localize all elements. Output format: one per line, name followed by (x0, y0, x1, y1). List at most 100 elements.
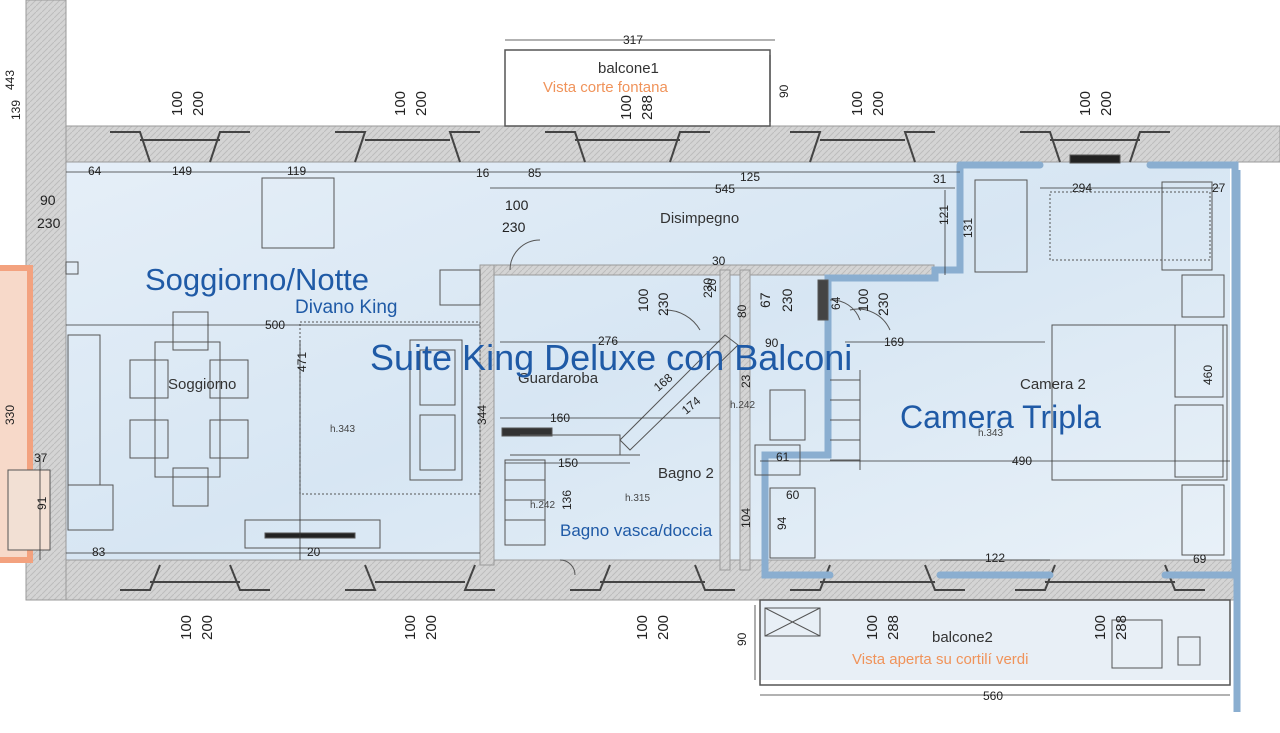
win-c-w: 100 (618, 95, 635, 120)
vista-cortili-label: Vista aperta su cortilí verdi (852, 651, 1028, 668)
win-f-w: 100 (178, 615, 195, 640)
win-f-h: 200 (199, 615, 216, 640)
dim-136: 136 (560, 490, 574, 510)
win-i-h: 288 (885, 615, 902, 640)
balcone1-area (504, 49, 771, 127)
camera-tripla-label: Camera Tripla (900, 399, 1101, 435)
camera-furniture (974, 154, 1228, 669)
win-g-h: 200 (423, 615, 440, 640)
win-j-h: 288 (1113, 615, 1130, 640)
dim-20-b: 20 (705, 278, 719, 292)
balcony-wash (760, 600, 1230, 680)
dim-317: 317 (623, 33, 643, 47)
dim-460: 460 (1201, 365, 1215, 385)
win-j-w: 100 (1092, 615, 1109, 640)
dim-560: 560 (983, 689, 1003, 703)
dim-100-mid: 100 (505, 197, 529, 213)
dim-160: 160 (550, 411, 570, 425)
win-b-w: 100 (392, 91, 409, 116)
dim-104: 104 (739, 508, 753, 528)
dim-149: 149 (172, 164, 192, 178)
dim-230-e: 230 (875, 292, 891, 316)
dim-276: 276 (598, 334, 618, 348)
height-bagno-b: h.242 (530, 500, 555, 511)
win-h-w: 100 (634, 615, 651, 640)
floor-wash (60, 140, 1230, 580)
dim-94: 94 (775, 516, 789, 530)
soggiorno-notte-label: Soggiorno/Notte (145, 262, 369, 297)
room-camera2: Camera 2 (1020, 376, 1086, 393)
win-d-h: 200 (870, 91, 887, 116)
dim-16: 16 (476, 166, 490, 180)
door-arcs (509, 239, 891, 576)
dim-30: 30 (712, 254, 726, 268)
room-bagno2: Bagno 2 (658, 465, 714, 482)
dim-69: 69 (1193, 552, 1207, 566)
win-b-h: 200 (413, 91, 430, 116)
vista-fontana-label: Vista corte fontana (543, 79, 668, 96)
dim-121: 121 (937, 205, 951, 225)
dim-20: 20 (307, 545, 321, 559)
dim-230-left: 230 (37, 215, 61, 231)
dim-64: 64 (88, 164, 102, 178)
balcone2-label: balcone2 (932, 629, 993, 646)
dim-230-c: 230 (779, 288, 795, 312)
dim-230-mid: 230 (502, 219, 526, 235)
dim-443: 443 (3, 70, 17, 90)
height-bagno-c: h.315 (625, 493, 650, 504)
soggiorno-furniture (65, 177, 481, 549)
window-dims: 100 200 100 200 100 288 100 200 100 200 … (169, 91, 1130, 640)
divano-king-label: Divano King (295, 297, 397, 318)
dim-90: 90 (777, 84, 791, 98)
bagno-vasca-label: Bagno vasca/doccia (560, 521, 713, 540)
dim-91: 91 (35, 496, 49, 510)
dim-125: 125 (740, 170, 760, 184)
dim-490: 490 (1012, 454, 1032, 468)
dim-500: 500 (265, 318, 285, 332)
height-soggiorno: h.343 (330, 424, 355, 435)
dim-330: 330 (3, 405, 17, 425)
dim-80: 80 (735, 304, 749, 318)
dim-67: 67 (757, 292, 773, 308)
dim-37: 37 (34, 451, 48, 465)
dim-90-bottom: 90 (735, 632, 749, 646)
dim-83: 83 (92, 545, 106, 559)
dim-122: 122 (985, 551, 1005, 565)
dim-23: 23 (739, 374, 753, 388)
camera-tripla-outline (761, 161, 1239, 579)
dim-230-f: 230 (701, 278, 715, 298)
room-soggiorno: Soggiorno (168, 376, 236, 393)
balcone1-label: balcone1 (598, 60, 659, 77)
win-a-h: 200 (190, 91, 207, 116)
dim-131: 131 (961, 218, 975, 238)
dim-27: 27 (1212, 181, 1226, 195)
room-guardaroba: Guardaroba (518, 370, 599, 387)
win-a-w: 100 (169, 91, 186, 116)
room-heights: h.343 h.343 h.242 h.242 h.315 (330, 400, 1003, 511)
height-bagno-a: h.242 (730, 400, 755, 411)
room-names: Soggiorno Disimpegno Guardaroba Camera 2… (168, 210, 1086, 482)
balcone2-area (759, 599, 1231, 686)
room-disimpegno: Disimpegno (660, 210, 739, 227)
win-i-w: 100 (864, 615, 881, 640)
dim-61: 61 (776, 450, 790, 464)
dimension-texts: 317 90 443 139 64 149 119 16 85 125 545 … (3, 33, 1226, 703)
dim-64-b: 64 (829, 296, 843, 310)
dimension-lines (39, 39, 1230, 696)
win-e-h: 200 (1098, 91, 1115, 116)
dim-100-c: 100 (855, 288, 871, 312)
win-h-h: 200 (655, 615, 672, 640)
win-c-h: 288 (639, 95, 656, 120)
balcone2-tile (764, 607, 821, 637)
bagno-furniture (501, 279, 861, 559)
dim-119: 119 (287, 164, 306, 178)
dim-294: 294 (1072, 181, 1092, 195)
win-e-w: 100 (1077, 91, 1094, 116)
dim-471: 471 (295, 352, 309, 372)
dim-139: 139 (9, 100, 23, 120)
win-g-w: 100 (402, 615, 419, 640)
dim-90-mid: 90 (765, 336, 779, 350)
dim-31: 31 (933, 172, 947, 186)
dim-150: 150 (558, 456, 578, 470)
